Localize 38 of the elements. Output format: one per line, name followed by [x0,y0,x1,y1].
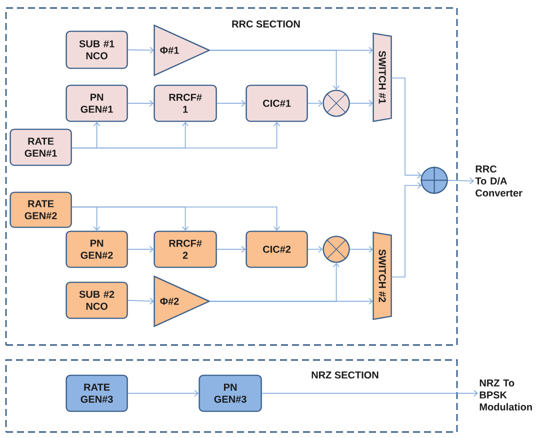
arrow [262,390,478,397]
process-box: SUB #2 NCO [66,282,128,319]
process-box: CIC#1 [246,84,308,122]
arrow [128,246,154,253]
arrow [350,100,374,107]
switch-trapezoid: SWITCH #1 [372,32,392,122]
arrow [209,50,340,90]
output-label: RRC To D/A Converter [475,165,522,197]
summing-circle [420,166,448,194]
arrow [391,78,422,179]
arrow [308,246,323,253]
process-box: SUB #1 NCO [66,30,128,69]
multiplier-circle [322,90,350,117]
output-label: NRZ To BPSK Modulation [480,380,532,410]
multiplier-circle [322,236,350,263]
process-box: PN GEN#2 [66,230,128,268]
arrow [128,46,154,54]
arrow [128,100,154,107]
arrow [128,298,154,305]
process-box: CIC#2 [246,230,308,268]
process-box: PN GEN#1 [66,84,128,122]
arrow [72,122,280,148]
arrow [209,262,340,302]
process-box: RATE GEN#2 [10,192,72,228]
arrow [391,182,422,278]
process-box: RATE GEN#1 [10,128,72,166]
process-box: RATE GEN#3 [66,374,128,412]
arrow [308,100,323,107]
arrow [128,390,199,397]
process-box: PN GEN#3 [198,374,262,412]
arrow [216,246,246,253]
arrow [448,177,474,184]
arrow [216,100,246,107]
arrow [72,206,280,231]
switch-trapezoid: SWITCH #2 [372,232,392,320]
process-box: RRCF# 1 [154,84,217,122]
arrow [350,246,374,253]
process-box: RRCF# 2 [154,230,217,268]
